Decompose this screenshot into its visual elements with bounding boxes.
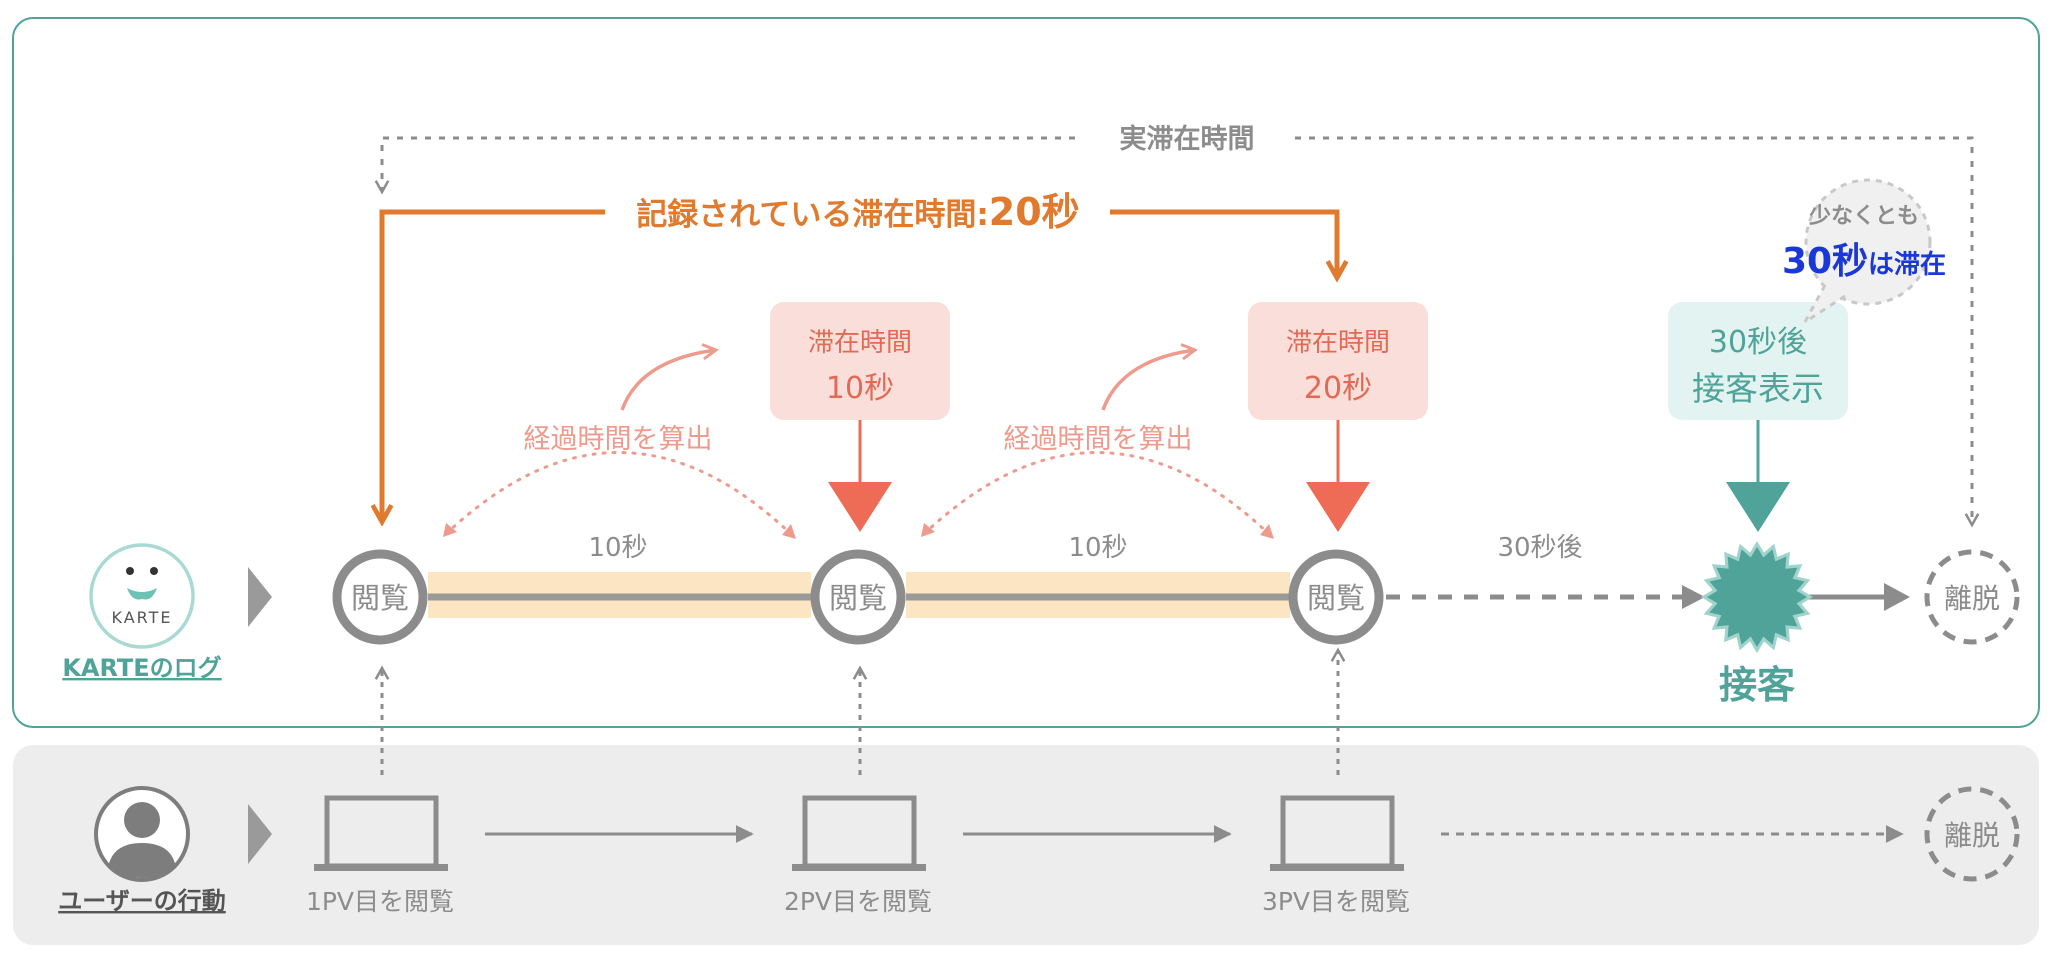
elapsed-label-2: 経過時間を算出 — [1004, 424, 1193, 455]
user-row-chevron — [248, 804, 272, 864]
recorded-stay-value: 20秒 — [989, 190, 1080, 234]
stay-box-1-value: 10秒 — [826, 371, 894, 406]
laptop-icon-2 — [792, 795, 926, 871]
karte-logo-text: KARTE — [112, 608, 173, 627]
page-view-label-1: 1PV目を閲覧 — [306, 887, 454, 916]
user-action-panel — [13, 745, 2039, 945]
view-node-2-label: 閲覧 — [829, 581, 887, 615]
karte-logo-mark — [127, 588, 157, 600]
engagement-box-line2: 接客表示 — [1692, 369, 1824, 408]
elapsed-arc-1-head-left — [443, 523, 457, 537]
view-node-2: 閲覧 — [810, 549, 906, 645]
engagement-box — [1668, 302, 1848, 420]
engagement-to-exit-arrowhead — [1884, 583, 1910, 611]
karte-logo-eye-right — [150, 567, 158, 575]
recorded-stay-bracket-left — [382, 209, 605, 522]
exit-node-log: 離脱 — [1924, 549, 2020, 645]
exit-node-log-label: 離脱 — [1944, 582, 2000, 615]
stay-box-2-value: 20秒 — [1304, 371, 1372, 406]
karte-logo-eye-left — [126, 567, 134, 575]
karte-log-panel — [12, 17, 2040, 728]
recorded-stay-separator: : — [976, 197, 988, 233]
elapsed-arc-2-head-left — [921, 523, 935, 537]
karte-logo: KARTE — [89, 543, 195, 649]
elapsed-curve-arrow-2 — [1101, 350, 1195, 411]
elapsed-arc-1-head-right — [782, 524, 796, 539]
total-stay-label: 実滞在時間 — [1120, 123, 1255, 155]
view-node-3-label: 閲覧 — [1307, 581, 1365, 615]
interval-label-1: 10秒 — [588, 533, 647, 563]
after-30s-label: 30秒後 — [1497, 533, 1582, 563]
laptop-icon-3 — [1270, 795, 1404, 871]
karte-log-label: KARTEのログ — [62, 654, 221, 682]
laptop-icon-1 — [314, 795, 448, 871]
engagement-label: 接客 — [1719, 663, 1795, 707]
recorded-stay-bracket-right — [1110, 209, 1337, 278]
view-node-1: 閲覧 — [332, 549, 428, 645]
exit-node-user: 離脱 — [1924, 786, 2020, 882]
elapsed-arc-1 — [444, 451, 795, 538]
bubble-line1: 少なくとも — [1808, 204, 1919, 229]
elapsed-label-1: 経過時間を算出 — [524, 424, 713, 455]
engagement-box-pointer — [1726, 482, 1790, 532]
total-stay-bracket-left — [382, 136, 1075, 192]
bubble-line2: 30秒は滞在 — [1782, 241, 1946, 282]
karte-row-chevron — [248, 567, 272, 627]
stay-box-1-title: 滞在時間 — [808, 328, 912, 358]
stay-box-2-pointer — [1306, 482, 1370, 532]
user-avatar-icon — [94, 786, 190, 882]
view-node-1-label: 閲覧 — [351, 581, 409, 615]
bubble-circle — [1804, 178, 1932, 306]
bubble-value: 30秒 — [1782, 241, 1868, 282]
stay-box-1-pointer — [828, 482, 892, 532]
page-view-label-2: 2PV目を閲覧 — [784, 887, 932, 916]
bubble-suffix: は滞在 — [1868, 250, 1946, 280]
stay-box-1 — [770, 302, 950, 420]
page-view-label-3: 3PV目を閲覧 — [1262, 887, 1410, 916]
recorded-stay-title: 記録されている滞在時間:20秒 — [636, 190, 1079, 234]
recorded-stay-label: 記録されている滞在時間 — [636, 197, 976, 233]
engagement-burst — [1707, 547, 1807, 647]
stay-box-2-title: 滞在時間 — [1286, 328, 1390, 358]
bubble-tail — [1803, 284, 1846, 324]
elapsed-arc-2 — [922, 451, 1273, 538]
elapsed-curve-arrow-1 — [620, 350, 716, 411]
view-node-3: 閲覧 — [1288, 549, 1384, 645]
total-stay-bracket-right — [1295, 136, 1972, 525]
user-action-label: ユーザーの行動 — [58, 887, 226, 915]
stay-box-2 — [1248, 302, 1428, 420]
engagement-box-line1: 30秒後 — [1709, 325, 1807, 360]
interval-label-2: 10秒 — [1068, 533, 1127, 563]
timeline-dashed-arrowhead — [1682, 585, 1705, 609]
exit-node-user-label: 離脱 — [1944, 819, 2000, 852]
elapsed-arc-2-head-right — [1260, 524, 1274, 539]
